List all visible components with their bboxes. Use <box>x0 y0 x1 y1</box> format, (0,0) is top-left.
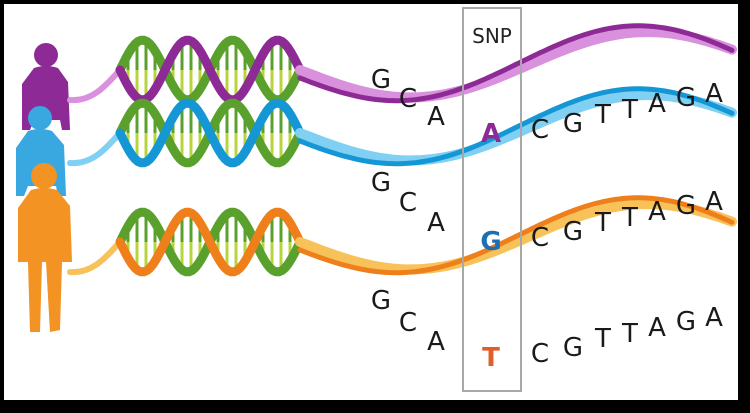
sequence-letter: T <box>621 319 638 349</box>
ribbon-wave-light <box>295 90 737 166</box>
helix-front-strand <box>115 98 305 168</box>
sequence-letter: T <box>594 100 611 130</box>
sequence-letter: A <box>427 208 445 238</box>
snp-label: SNP <box>472 24 512 48</box>
sequence-letter: C <box>531 115 549 145</box>
sequence-letter: C <box>399 308 417 338</box>
snp-letter: G <box>480 227 501 257</box>
sequence-letter: G <box>371 286 391 316</box>
sequence-letter: G <box>371 65 391 95</box>
sequence-letter: T <box>594 208 611 238</box>
sequence-letter: G <box>676 307 696 337</box>
person-silhouette-orange <box>18 163 72 332</box>
sequence-letter: A <box>427 102 445 132</box>
sequence-letter: A <box>705 79 723 109</box>
sequence-letter: C <box>399 188 417 218</box>
ribbon-wave-dark <box>297 195 735 276</box>
sequence-letter: T <box>594 324 611 354</box>
sequence-letter: A <box>648 313 666 343</box>
helix-front-strand <box>115 35 305 105</box>
sequence-letter: G <box>563 109 583 139</box>
sequence-letter: C <box>531 223 549 253</box>
sequence-letter: T <box>621 203 638 233</box>
sequence-letter: A <box>648 89 666 119</box>
dna-ribbons <box>67 23 737 277</box>
sequence-letter: G <box>563 217 583 247</box>
sequence-letter: C <box>399 84 417 114</box>
sequence-letter: A <box>705 187 723 217</box>
ribbon-wave-light <box>295 27 737 103</box>
snp-letter: A <box>481 119 501 149</box>
ribbon-wave-dark <box>297 86 735 167</box>
sequence-letter: C <box>531 339 549 369</box>
ribbon-wave-dark <box>297 23 735 104</box>
sequence-letter: G <box>676 191 696 221</box>
snp-box <box>462 7 522 392</box>
sequence-letter: G <box>371 168 391 198</box>
sequence-letter: G <box>563 333 583 363</box>
snp-letter: T <box>482 343 500 373</box>
ribbon-wave-light <box>295 199 737 275</box>
sequence-letter: A <box>427 327 445 357</box>
sequence-letter: G <box>676 83 696 113</box>
sequence-letter: A <box>648 197 666 227</box>
helix-front-strand <box>115 207 305 277</box>
sequence-letter: T <box>621 95 638 125</box>
sequence-letter: A <box>705 303 723 333</box>
